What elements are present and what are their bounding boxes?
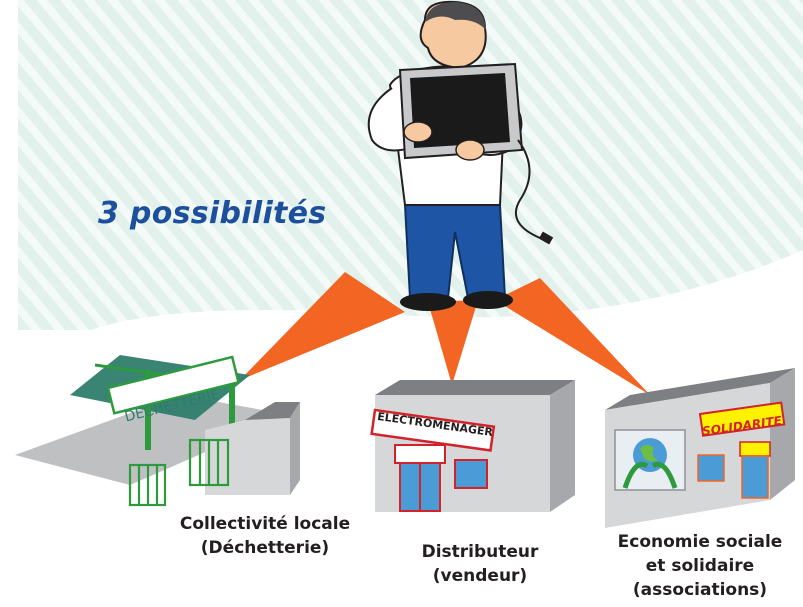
caption-economie-sociale: Economie sociale et solidaire (associati… bbox=[600, 530, 800, 602]
caption-economie-line2: et solidaire bbox=[645, 556, 755, 576]
caption-collectivite-line1: Collectivité locale bbox=[179, 514, 351, 534]
caption-collectivite-line2: (Déchetterie) bbox=[200, 538, 330, 558]
power-plug-icon bbox=[538, 231, 554, 245]
man-carrying-monitor-icon bbox=[367, 0, 554, 311]
caption-distributeur-line1: Distributeur bbox=[421, 542, 539, 562]
caption-collectivite: Collectivité locale (Déchetterie) bbox=[150, 512, 380, 560]
caption-economie-line3: (associations) bbox=[632, 580, 768, 600]
headline: 3 possibilités bbox=[98, 196, 327, 231]
solidarite-store bbox=[605, 368, 795, 528]
dechetterie-building bbox=[15, 355, 300, 507]
beam-to-dechetterie bbox=[240, 272, 405, 380]
beam-to-solidarite bbox=[495, 278, 650, 395]
caption-distributeur: Distributeur (vendeur) bbox=[400, 540, 560, 588]
caption-economie-line1: Economie sociale bbox=[617, 532, 783, 552]
electromenager-store bbox=[370, 380, 575, 512]
beam-to-distributeur bbox=[428, 300, 478, 385]
caption-distributeur-line2: (vendeur) bbox=[432, 566, 528, 586]
